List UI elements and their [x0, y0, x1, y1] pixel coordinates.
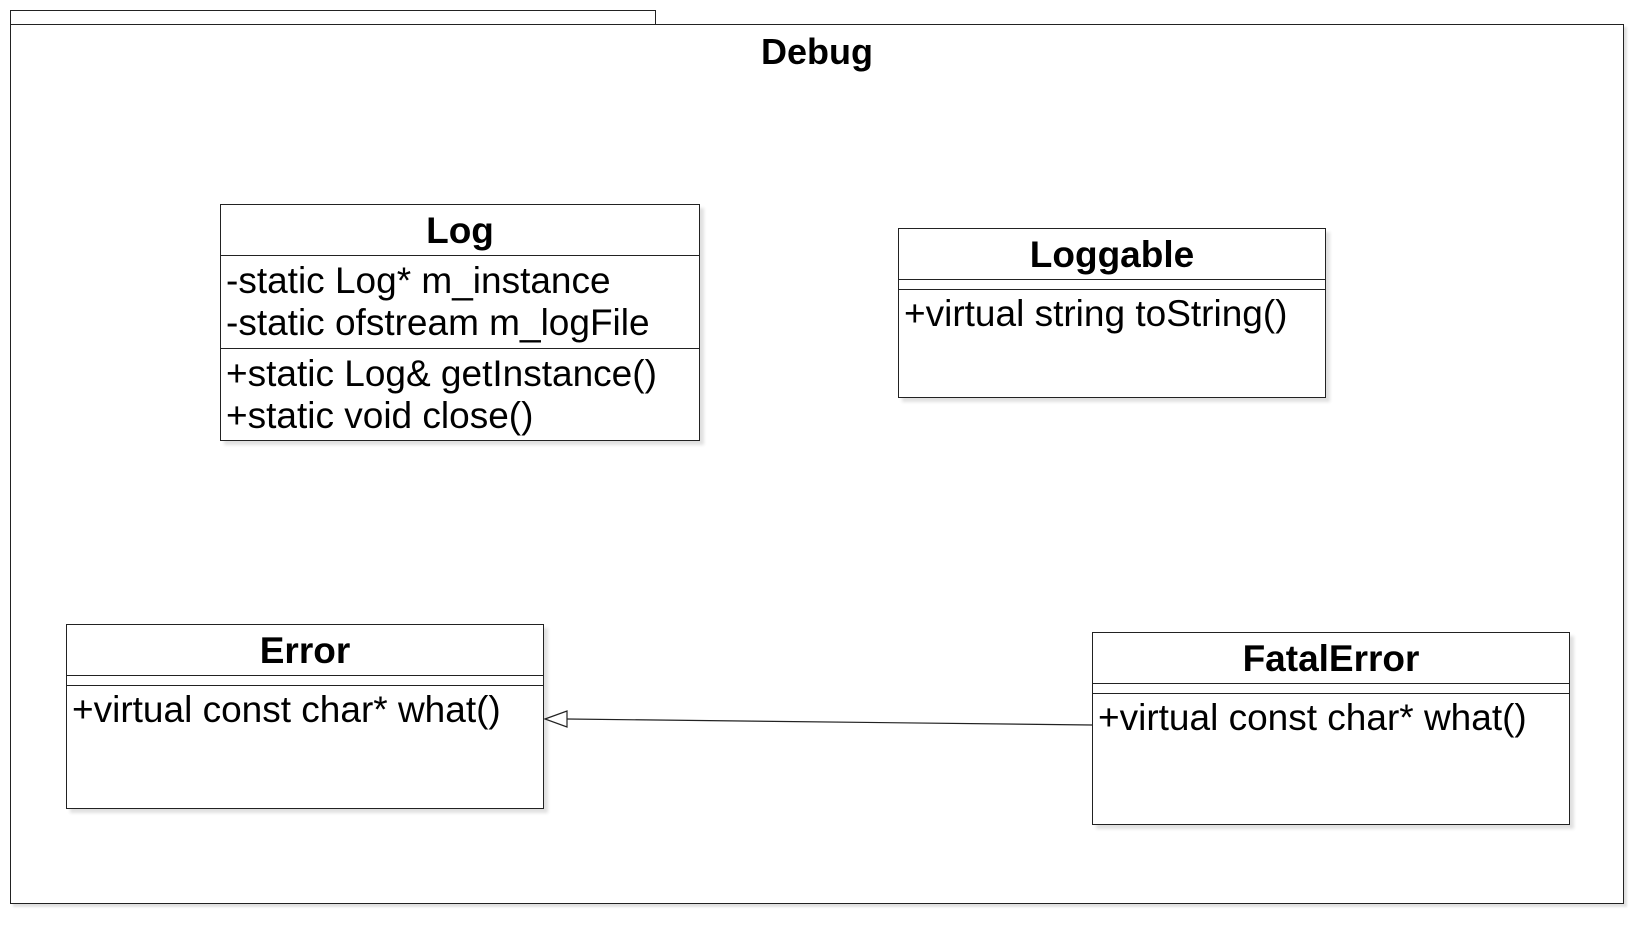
class-name: Loggable — [899, 229, 1325, 280]
attributes-compartment: -static Log* m_instance -static ofstream… — [221, 256, 699, 349]
operation: +virtual const char* what() — [1098, 697, 1527, 738]
class-name: Error — [67, 625, 543, 676]
class-error[interactable]: Error +virtual const char* what() — [66, 624, 544, 809]
operations-compartment: +virtual const char* what() — [67, 686, 543, 731]
operations-compartment: +virtual const char* what() — [1093, 694, 1569, 739]
operations-compartment: +virtual string toString() — [899, 290, 1325, 335]
operation: +static Log& getInstance() — [226, 353, 657, 394]
generalization-line[interactable] — [566, 718, 1093, 726]
operation: +virtual const char* what() — [72, 689, 501, 730]
class-loggable[interactable]: Loggable +virtual string toString() — [898, 228, 1326, 398]
attributes-compartment — [67, 676, 543, 686]
operation: +static void close() — [226, 395, 534, 436]
class-name: FatalError — [1093, 633, 1569, 684]
operation: +virtual string toString() — [904, 293, 1288, 334]
generalization-arrowhead — [543, 710, 568, 728]
class-name: Log — [221, 205, 699, 256]
operations-compartment: +static Log& getInstance() +static void … — [221, 349, 699, 437]
package-tab — [10, 10, 656, 24]
class-log[interactable]: Log -static Log* m_instance -static ofst… — [220, 204, 700, 441]
attributes-compartment — [899, 280, 1325, 290]
class-fatal-error[interactable]: FatalError +virtual const char* what() — [1092, 632, 1570, 825]
package-title: Debug — [761, 31, 873, 72]
attribute: -static ofstream m_logFile — [226, 302, 650, 343]
attributes-compartment — [1093, 684, 1569, 694]
attribute: -static Log* m_instance — [226, 260, 611, 301]
